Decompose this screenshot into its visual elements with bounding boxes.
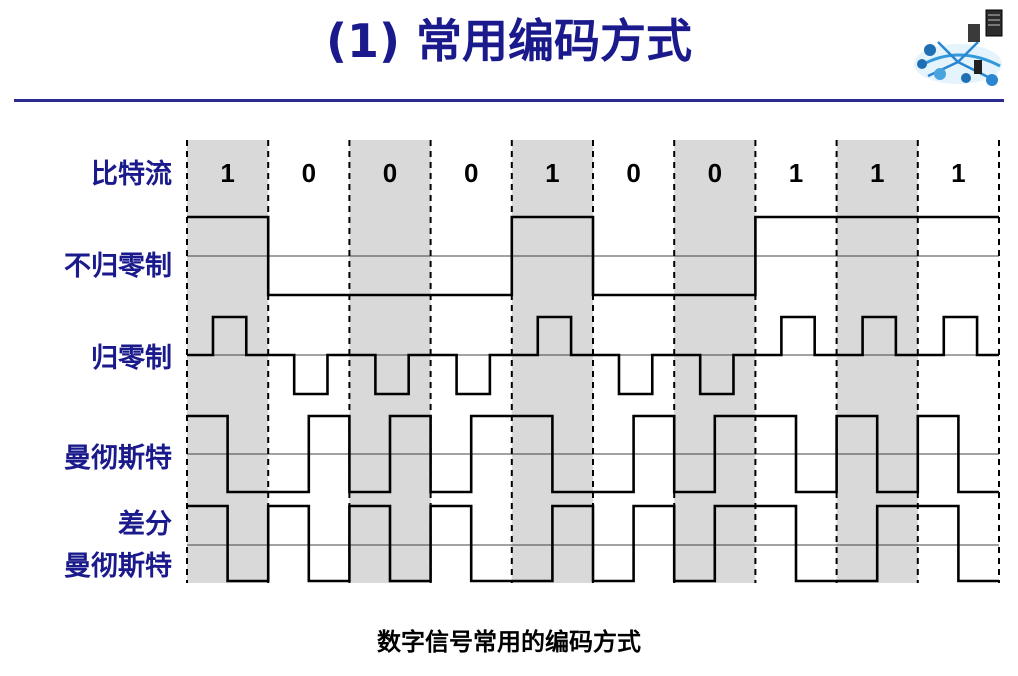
bit-label-4: 1 — [545, 158, 559, 188]
bit-label-8: 1 — [870, 158, 884, 188]
row-label-rz: 归零制 — [91, 343, 172, 374]
bit-label-6: 0 — [708, 158, 722, 188]
differential-manchester-waveform — [187, 504, 999, 583]
manchester-waveform — [187, 414, 999, 494]
row-label-manchester: 曼彻斯特 — [64, 442, 172, 474]
row-label-nrz: 不归零制 — [64, 251, 172, 282]
bit-label-2: 0 — [383, 158, 397, 188]
network-servers-icon — [914, 9, 1003, 86]
bit-shading-layer — [187, 140, 918, 583]
bit-label-0: 1 — [220, 158, 234, 188]
row-label-bitstream: 比特流 — [91, 159, 172, 190]
bit-dividers-layer — [186, 140, 1000, 583]
bit-label-7: 1 — [789, 158, 803, 188]
signal-waveforms-layer — [187, 215, 999, 583]
bit-label-3: 0 — [464, 158, 478, 188]
bit-labels-layer: 1 0 0 0 1 0 0 1 1 1 — [220, 158, 965, 188]
row-label-diff-line1: 差分 — [118, 508, 172, 540]
rz-waveform — [187, 315, 999, 396]
bit-label-1: 0 — [302, 158, 316, 188]
page-title: (1) 常用编码方式 — [325, 14, 693, 68]
nrz-waveform — [187, 215, 999, 297]
bit-label-9: 1 — [951, 158, 965, 188]
title-divider — [14, 99, 1004, 102]
figure-caption: 数字信号常用的编码方式 — [377, 628, 641, 656]
row-label-diff-line2: 曼彻斯特 — [64, 550, 172, 582]
bit-label-5: 0 — [626, 158, 640, 188]
